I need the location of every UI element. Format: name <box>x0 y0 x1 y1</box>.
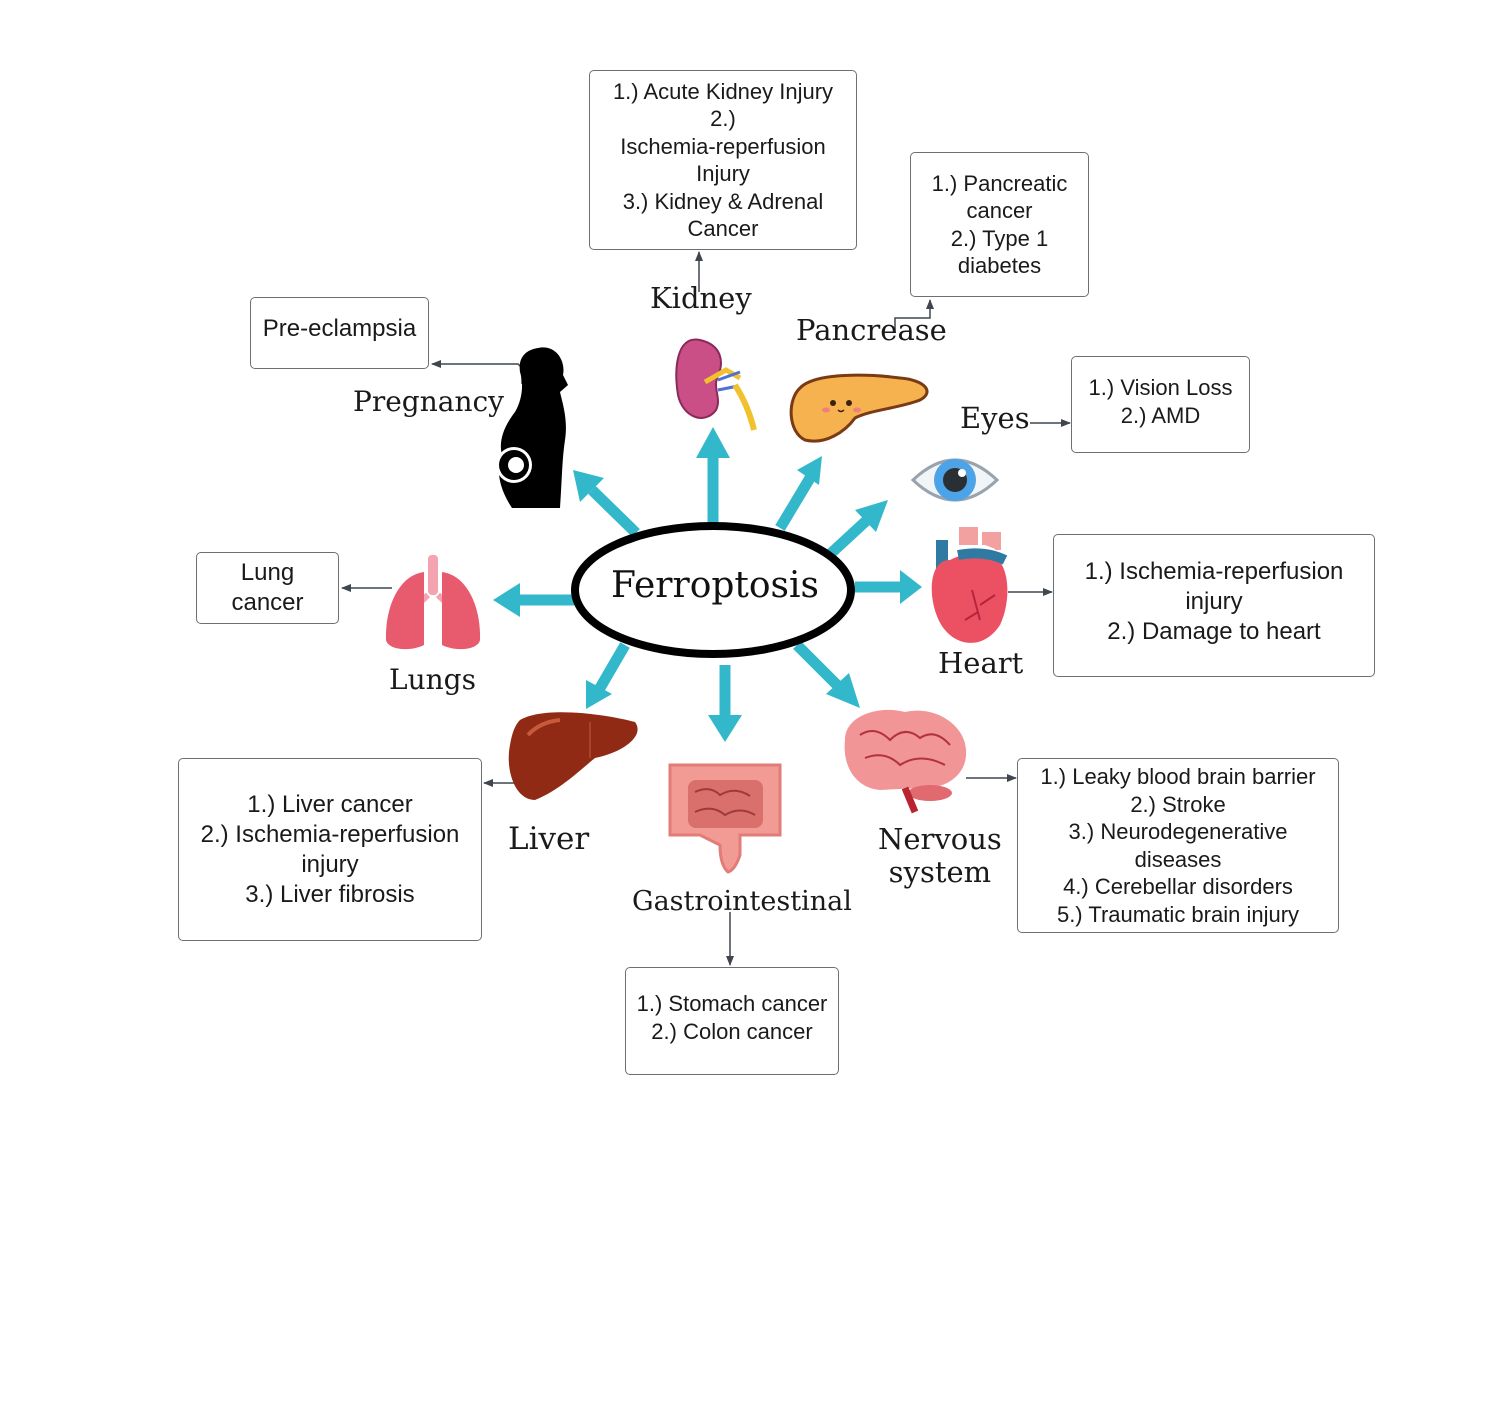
intestine-icon <box>668 763 782 874</box>
eye-icon <box>910 458 1000 502</box>
arrow-to-gastro <box>708 665 742 742</box>
condition-item: Cancer <box>687 216 759 241</box>
arrow-to-liver <box>586 642 630 709</box>
condition-item: injury <box>301 850 359 878</box>
condition-item: 5.) Traumatic brain injury <box>1056 901 1300 927</box>
condition-item: injury <box>1185 588 1243 615</box>
condition-item: 4.) Cerebellar disorders <box>1063 874 1293 899</box>
center-ellipse <box>571 522 855 658</box>
arrow-to-pancreas <box>775 456 822 531</box>
pancreas-icon <box>789 373 929 443</box>
condition-item: 1.) Leaky blood brain barrier <box>1040 764 1316 789</box>
condition-item: diseases <box>1134 846 1222 872</box>
organ-label-pancreas: Pancrease <box>796 313 947 347</box>
organ-label-eyes: Eyes <box>960 401 1030 435</box>
conditions-box-nervous-system: 1.) Leaky blood brain barrier 2.) Stroke… <box>1017 758 1339 933</box>
condition-item: 2.) Ischemia-reperfusion <box>200 820 460 848</box>
arrow-to-heart <box>855 570 922 604</box>
arrow-to-kidney <box>696 427 730 530</box>
lungs-icon <box>385 555 481 650</box>
organ-label-liver: Liver <box>508 821 590 857</box>
center-label: Ferroptosis <box>610 565 820 606</box>
condition-item: 3.) Neurodegenerative <box>1068 819 1288 844</box>
condition-item: Pre-eclampsia <box>262 315 417 342</box>
organ-label-nervous-line-2: system <box>888 855 992 890</box>
condition-item: 2.) AMD <box>1120 402 1201 428</box>
condition-item: 2.) <box>710 106 736 131</box>
arrow-to-nervous-system <box>793 641 860 708</box>
condition-item: 1.) Stomach cancer <box>636 991 828 1016</box>
organ-label-gastro: Gastrointestinal <box>632 886 852 917</box>
condition-item: diabetes <box>957 253 1042 278</box>
condition-item: 1.) Acute Kidney Injury <box>612 78 834 104</box>
organ-label-nervous-system: Nervous system <box>878 822 1002 890</box>
arrow-to-eyes <box>823 500 888 562</box>
condition-item: Lung <box>240 559 295 586</box>
organ-label-heart: Heart <box>938 646 1024 680</box>
kidney-icon <box>675 338 757 431</box>
conditions-box-kidney: 1.) Acute Kidney Injury 2.) Ischemia-rep… <box>589 70 857 250</box>
liver-icon <box>508 712 638 800</box>
arrow-to-pregnancy <box>573 470 640 537</box>
connector-pancreas <box>894 299 934 330</box>
organ-label-kidney: Kidney <box>650 281 752 315</box>
condition-item: 2.) Colon cancer <box>651 1018 813 1044</box>
conditions-box-pregnancy: Pre-eclampsia <box>250 297 429 369</box>
condition-item: cancer <box>966 198 1033 223</box>
condition-item: 1.) Vision Loss <box>1088 375 1233 400</box>
arrow-to-lungs <box>493 583 575 617</box>
condition-item: 2.) Stroke <box>1130 791 1226 817</box>
condition-item: 3.) Kidney & Adrenal <box>622 188 824 214</box>
condition-item: Injury <box>696 161 750 186</box>
conditions-box-heart: 1.) Ischemia-reperfusion injury 2.) Dama… <box>1053 534 1375 677</box>
organ-label-lungs: Lungs <box>389 663 476 696</box>
condition-item: Ischemia-reperfusion <box>620 133 826 159</box>
condition-item: 1.) Liver cancer <box>247 790 413 818</box>
condition-item: 3.) Liver fibrosis <box>245 880 415 908</box>
pregnant-woman-icon <box>496 347 568 508</box>
conditions-box-gastro: 1.) Stomach cancer 2.) Colon cancer <box>625 967 839 1075</box>
condition-item: cancer <box>231 589 304 616</box>
condition-item: 2.) Damage to heart <box>1107 618 1321 645</box>
condition-item: 2.) Type 1 <box>950 225 1049 251</box>
conditions-box-pancreas: 1.) Pancreatic cancer 2.) Type 1 diabete… <box>910 152 1089 297</box>
conditions-box-eyes: 1.) Vision Loss 2.) AMD <box>1071 356 1250 453</box>
organ-label-pregnancy: Pregnancy <box>353 385 504 418</box>
conditions-box-lungs: Lung cancer <box>196 552 339 624</box>
organ-label-nervous-line-1: Nervous <box>878 822 1002 856</box>
connector-pregnancy <box>431 360 523 384</box>
condition-item: 1.) Ischemia-reperfusion <box>1084 558 1344 585</box>
condition-item: 1.) Pancreatic <box>931 170 1068 196</box>
radial-arrows <box>493 427 922 742</box>
conditions-box-liver: 1.) Liver cancer 2.) Ischemia-reperfusio… <box>178 758 482 941</box>
heart-icon <box>931 527 1008 643</box>
brain-icon <box>844 709 967 814</box>
